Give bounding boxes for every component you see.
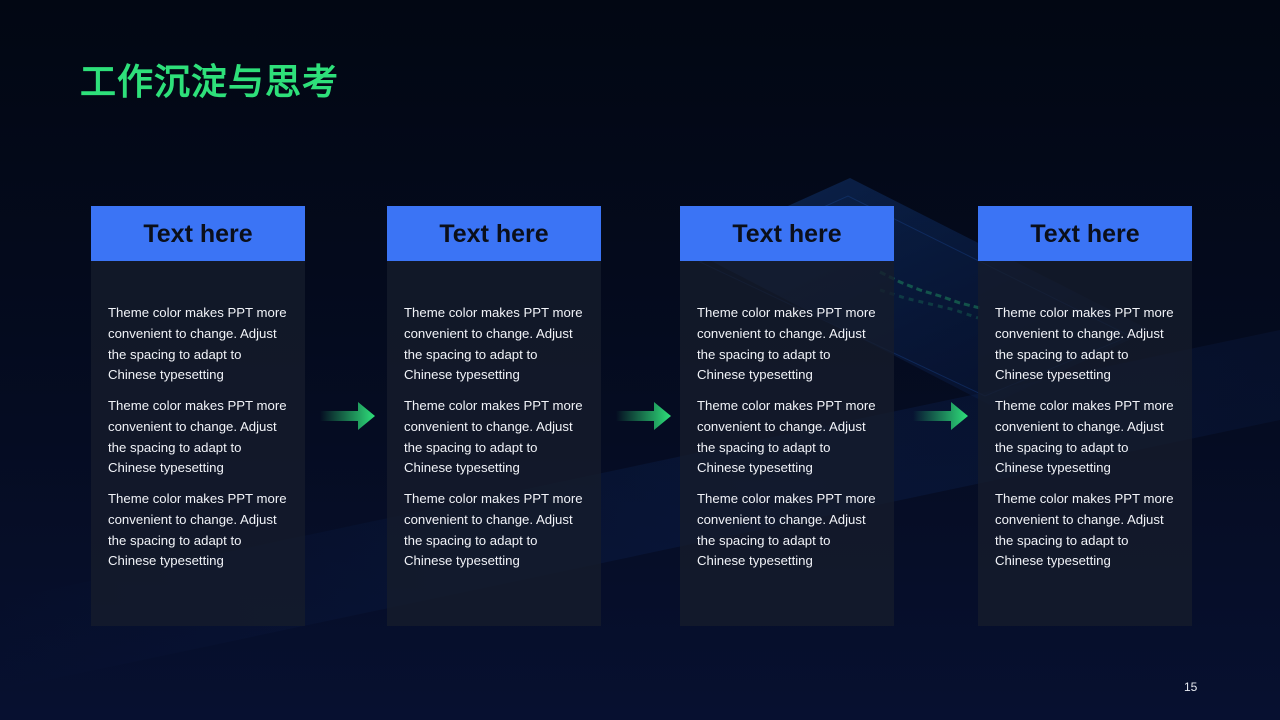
step-card-paragraph: Theme color makes PPT more convenient to… — [404, 491, 583, 569]
step-card-header: Text here — [91, 206, 305, 261]
step-card-paragraph: Theme color makes PPT more convenient to… — [995, 398, 1174, 476]
step-card-paragraph: Theme color makes PPT more convenient to… — [697, 398, 876, 476]
step-card-paragraph: Theme color makes PPT more convenient to… — [995, 305, 1174, 383]
step-card-3: Text here Theme color makes PPT more con… — [680, 206, 894, 626]
step-card-paragraph: Theme color makes PPT more convenient to… — [697, 305, 876, 383]
step-card-paragraph: Theme color makes PPT more convenient to… — [108, 398, 287, 476]
step-card-header: Text here — [387, 206, 601, 261]
arrow-right-icon — [320, 402, 375, 430]
step-card-body: Theme color makes PPT more convenient to… — [978, 261, 1192, 572]
step-card-paragraph: Theme color makes PPT more convenient to… — [404, 305, 583, 383]
step-card-paragraph: Theme color makes PPT more convenient to… — [404, 398, 583, 476]
step-card-paragraph: Theme color makes PPT more convenient to… — [108, 305, 287, 383]
step-card-paragraph: Theme color makes PPT more convenient to… — [697, 491, 876, 569]
arrow-right-icon — [616, 402, 671, 430]
step-card-4: Text here Theme color makes PPT more con… — [978, 206, 1192, 626]
step-card-paragraph: Theme color makes PPT more convenient to… — [108, 491, 287, 569]
step-card-body: Theme color makes PPT more convenient to… — [387, 261, 601, 572]
page-number: 15 — [1184, 680, 1198, 694]
step-card-body: Theme color makes PPT more convenient to… — [680, 261, 894, 572]
step-card-body: Theme color makes PPT more convenient to… — [91, 261, 305, 572]
step-card-paragraph: Theme color makes PPT more convenient to… — [995, 491, 1174, 569]
slide-title: 工作沉淀与思考 — [80, 62, 340, 103]
step-card-2: Text here Theme color makes PPT more con… — [387, 206, 601, 626]
arrow-right-icon — [913, 402, 968, 430]
step-card-1: Text here Theme color makes PPT more con… — [91, 206, 305, 626]
step-card-header: Text here — [680, 206, 894, 261]
step-card-header: Text here — [978, 206, 1192, 261]
